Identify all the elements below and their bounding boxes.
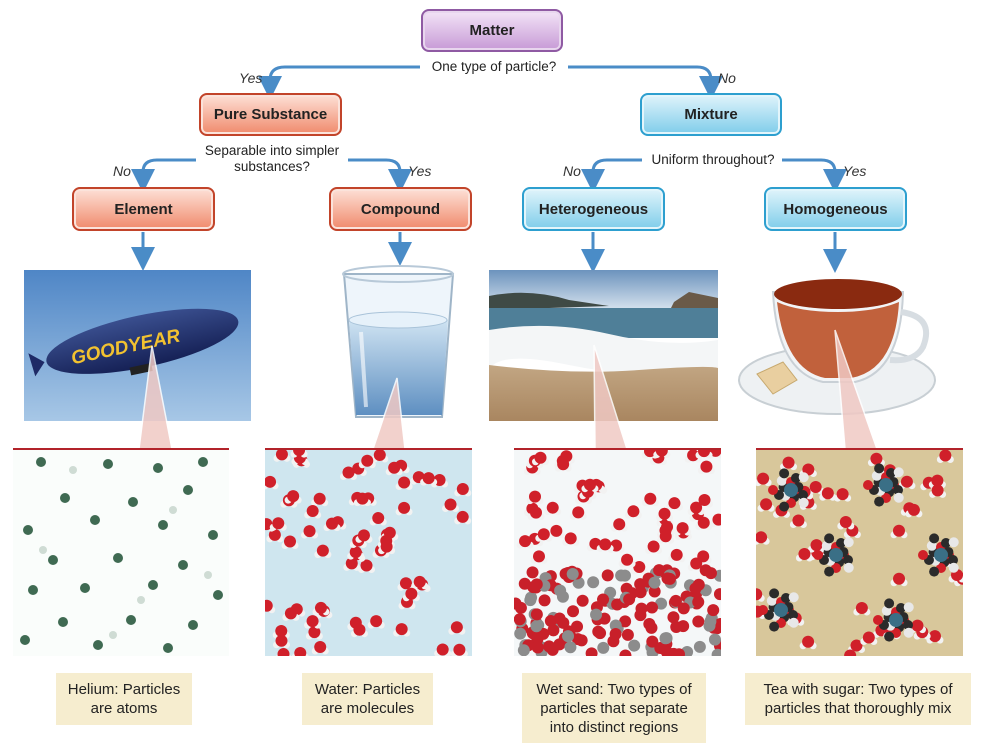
sand-caption: Wet sand: Two types of particles that se… bbox=[522, 673, 706, 743]
helium-particles-zoom bbox=[13, 448, 229, 656]
answer-yes-homo: Yes bbox=[843, 163, 867, 179]
answer-no-mixture: No bbox=[718, 70, 736, 86]
arrow-matter-to-mixture bbox=[568, 65, 723, 100]
matter-label: Matter bbox=[469, 22, 515, 39]
mixture-box: Mixture bbox=[640, 93, 782, 136]
sand-caption-line3: into distinct regions bbox=[549, 718, 679, 736]
tea-caption-line2: particles that thoroughly mix bbox=[764, 700, 952, 717]
question-separable-line1: Separable into simpler bbox=[204, 143, 340, 158]
compound-box: Compound bbox=[329, 187, 472, 231]
answer-yes-pure: Yes bbox=[239, 70, 263, 86]
tea-caption-line1: Tea with sugar: Two types of bbox=[763, 681, 953, 698]
helium-caption-line1: Helium: Particles bbox=[67, 681, 181, 698]
question-separable-line2: substances? bbox=[234, 159, 310, 174]
arrow-matter-to-pure bbox=[258, 65, 420, 100]
pure-substance-box: Pure Substance bbox=[199, 93, 342, 136]
question-one-type: One type of particle? bbox=[424, 59, 564, 75]
callout-sand bbox=[593, 344, 629, 450]
answer-no-element: No bbox=[113, 163, 131, 179]
compound-label: Compound bbox=[360, 200, 441, 218]
helium-caption: Helium: Particles are atoms bbox=[56, 673, 192, 725]
tea-sugar-zoom bbox=[756, 448, 963, 656]
homogeneous-box: Homogeneous bbox=[764, 187, 907, 231]
callout-tea bbox=[834, 329, 879, 450]
heterogeneous-label: Heterogeneous bbox=[538, 200, 649, 218]
matter-box: Matter bbox=[421, 9, 563, 52]
wet-sand-zoom bbox=[514, 448, 721, 656]
sand-caption-line2: particles that separate bbox=[540, 699, 688, 717]
water-caption-line2: are molecules bbox=[320, 700, 415, 717]
answer-yes-compound: Yes bbox=[408, 163, 432, 179]
arrow-mixture-to-homo bbox=[782, 158, 847, 193]
arrow-pure-to-element bbox=[131, 158, 198, 193]
answer-no-hetero: No bbox=[563, 163, 581, 179]
element-label: Element bbox=[114, 200, 173, 218]
arrow-pure-to-compound bbox=[346, 158, 412, 193]
tea-caption: Tea with sugar: Two types of particles t… bbox=[745, 673, 971, 725]
pure-substance-label: Pure Substance bbox=[213, 106, 328, 123]
heterogeneous-box: Heterogeneous bbox=[522, 187, 665, 231]
water-caption: Water: Particles are molecules bbox=[302, 673, 433, 725]
water-molecules-zoom bbox=[265, 448, 472, 656]
element-box: Element bbox=[72, 187, 215, 231]
homogeneous-label: Homogeneous bbox=[783, 200, 888, 218]
water-caption-line1: Water: Particles bbox=[314, 681, 421, 698]
callout-water bbox=[371, 377, 406, 450]
question-uniform: Uniform throughout? bbox=[644, 152, 782, 168]
helium-caption-line2: are atoms bbox=[90, 700, 158, 717]
question-separable: Separable into simpler substances? bbox=[196, 143, 348, 175]
blimp-photo: GOODYEAR bbox=[24, 270, 251, 421]
arrow-mixture-to-hetero bbox=[581, 158, 642, 193]
water-glass-photo bbox=[336, 262, 461, 425]
callout-helium bbox=[138, 345, 173, 450]
sand-caption-line1: Wet sand: Two types of bbox=[536, 680, 692, 698]
mixture-label: Mixture bbox=[684, 106, 738, 123]
